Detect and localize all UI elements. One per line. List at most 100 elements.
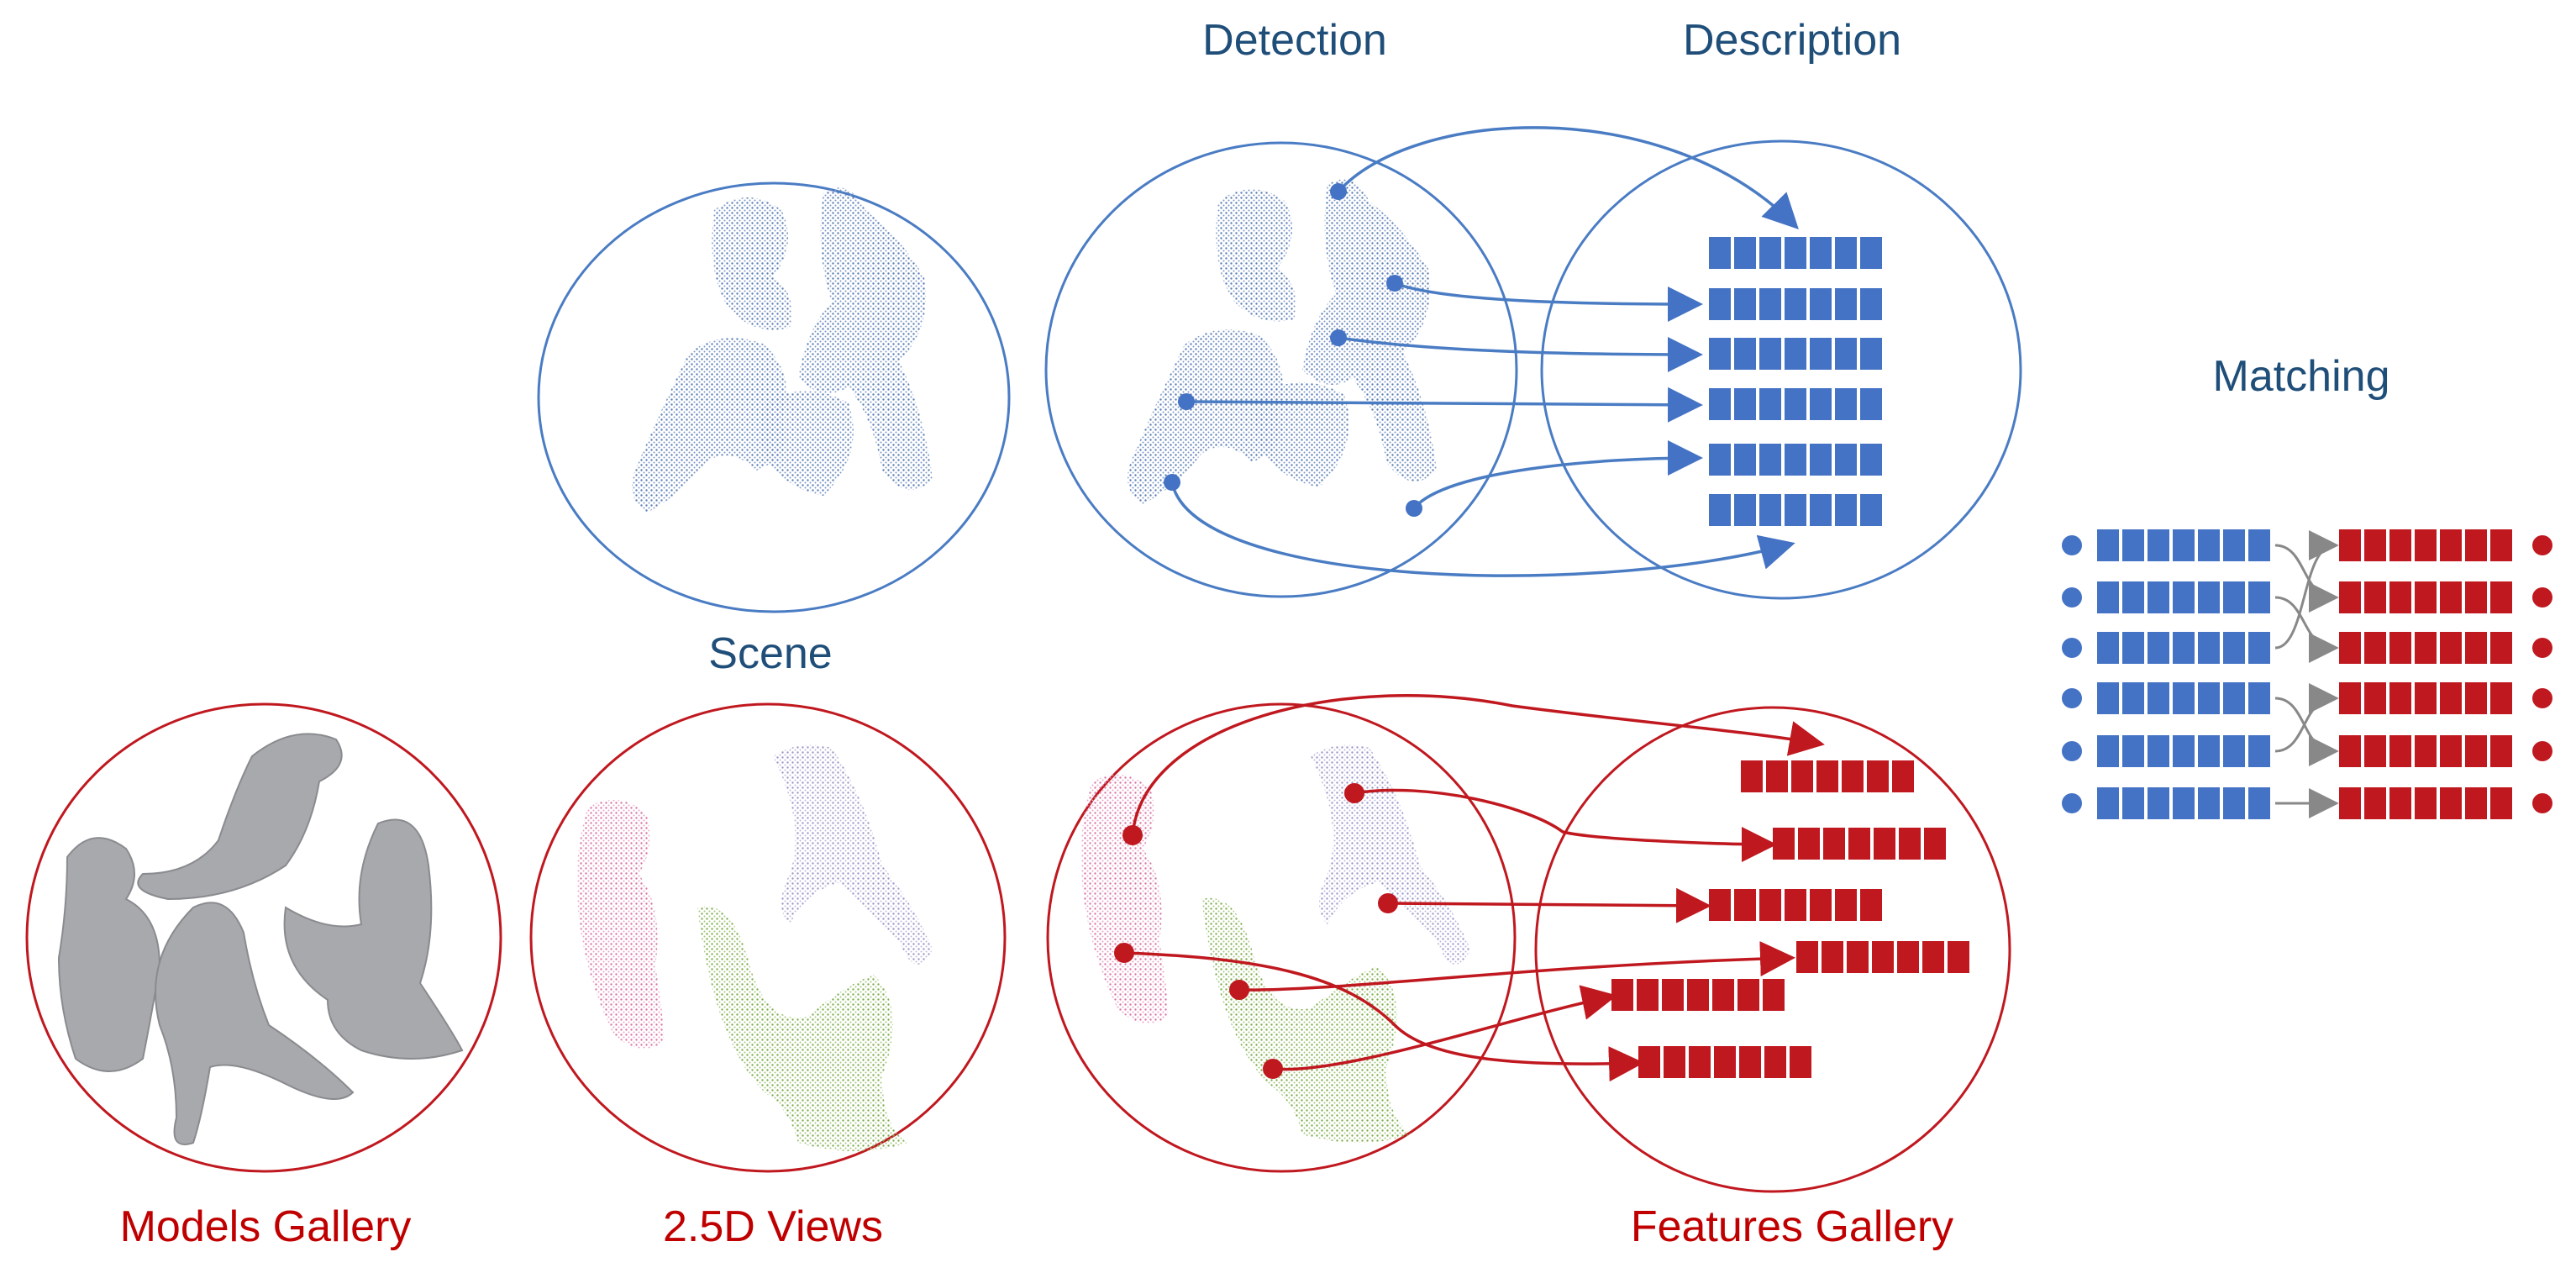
descriptor-cell — [1899, 828, 1921, 860]
views-label: 2.5D Views — [662, 1202, 884, 1251]
descriptor-cell — [2364, 529, 2386, 561]
match-blue-descriptor — [2097, 529, 2270, 561]
descriptor-cell — [1860, 494, 1882, 526]
descriptor-cell — [2148, 682, 2169, 714]
descriptor-cell — [2173, 682, 2195, 714]
descriptor-cell — [2223, 735, 2245, 767]
red-arrow-1 — [1131, 694, 1825, 836]
descriptor-cell — [2173, 735, 2195, 767]
descriptor-cell — [2415, 735, 2437, 767]
red-keypoint — [1122, 825, 1143, 845]
blue-descriptor — [1709, 388, 1882, 420]
matching-label: Matching — [2212, 352, 2390, 401]
descriptor-cell — [2465, 787, 2487, 819]
models-gallery-panel — [25, 702, 502, 1173]
descriptor-cell — [1791, 760, 1813, 792]
descriptor-cell — [2148, 632, 2169, 664]
descriptor-cell — [1892, 760, 1914, 792]
descriptor-cell — [1773, 828, 1795, 860]
blue-descriptor — [1709, 288, 1882, 320]
descriptor-cell — [2364, 632, 2386, 664]
descriptor-cell — [2173, 529, 2195, 561]
descriptor-cell — [2490, 735, 2512, 767]
descriptor-cell — [1860, 444, 1882, 476]
descriptor-cell — [2339, 529, 2361, 561]
descriptor-cell — [2415, 787, 2437, 819]
description-panel — [1540, 139, 2022, 600]
description-circle — [1540, 139, 2022, 600]
blue-keypoint — [1406, 500, 1422, 517]
descriptor-cell — [1785, 388, 1806, 420]
descriptor-cell — [1867, 760, 1889, 792]
red-arrow-6 — [1272, 985, 1617, 1071]
match-blue-descriptor — [2097, 735, 2270, 767]
descriptor-cell — [1785, 889, 1806, 921]
green-view-cloud — [697, 906, 907, 1151]
descriptor-cell — [1835, 237, 1857, 269]
descriptor-cell — [2122, 581, 2144, 613]
descriptor-cell — [2248, 581, 2270, 613]
detection-circle — [1044, 141, 1518, 598]
descriptor-cell — [1860, 288, 1882, 320]
descriptor-cell — [1835, 388, 1857, 420]
match-arrow — [2274, 596, 2339, 663]
descriptor-cell — [2339, 787, 2361, 819]
descriptor-cell — [1785, 494, 1806, 526]
red-keypoint — [1263, 1059, 1283, 1079]
descriptor-cell — [1835, 494, 1857, 526]
descriptor-cell — [2122, 682, 2144, 714]
descriptor-cell — [2122, 529, 2144, 561]
descriptor-cell — [2148, 529, 2169, 561]
descriptor-cell — [2097, 632, 2119, 664]
red-descriptor — [1638, 1046, 1811, 1078]
descriptor-cell — [2364, 581, 2386, 613]
descriptor-cell — [1922, 941, 1944, 973]
red-detection-arrows — [1123, 694, 1825, 1082]
blue-keypoint — [1330, 329, 1347, 346]
descriptor-cell — [1835, 338, 1857, 370]
red-keypoint — [1114, 943, 1134, 963]
descriptor-cell — [2440, 787, 2462, 819]
green-detect-cloud — [1201, 897, 1412, 1143]
match-arrow — [2274, 683, 2339, 753]
descriptor-cell — [1734, 237, 1756, 269]
descriptor-cell — [2097, 787, 2119, 819]
descriptor-cell — [1860, 338, 1882, 370]
descriptor-cell — [2223, 787, 2245, 819]
descriptor-cell — [1810, 889, 1832, 921]
descriptor-cell — [1790, 1046, 1811, 1078]
red-arrow-5 — [1123, 951, 1644, 1082]
descriptor-cell — [1860, 237, 1882, 269]
descriptor-cell — [1709, 494, 1731, 526]
descriptor-cell — [2364, 735, 2386, 767]
descriptor-cell — [2248, 632, 2270, 664]
models-shapes — [57, 733, 464, 1145]
blue-keypoint — [1386, 275, 1403, 292]
descriptor-cell — [1785, 237, 1806, 269]
descriptor-cell — [2339, 735, 2361, 767]
descriptor-cell — [2122, 787, 2144, 819]
descriptor-cell — [2465, 529, 2487, 561]
descriptor-cell — [1822, 941, 1843, 973]
views-panel — [529, 702, 1007, 1173]
blue-keypoint — [1164, 474, 1180, 491]
parasaurolophus-model — [155, 902, 355, 1145]
blue-arrow-3 — [1338, 336, 1703, 372]
match-blue-dot — [2062, 638, 2082, 658]
match-blue-descriptor — [2097, 787, 2270, 819]
descriptor-cell — [1709, 889, 1731, 921]
descriptor-cell — [1734, 889, 1756, 921]
description-label: Description — [1682, 16, 1902, 65]
descriptor-cell — [1810, 288, 1832, 320]
blue-arrow-1 — [1337, 126, 1799, 229]
views-circle — [529, 702, 1007, 1173]
descriptor-cell — [1835, 444, 1857, 476]
trex-model — [137, 733, 343, 901]
descriptor-cell — [1810, 444, 1832, 476]
descriptor-cell — [2415, 529, 2437, 561]
scene-label: Scene — [708, 629, 833, 678]
descriptor-cell — [2440, 735, 2462, 767]
descriptor-cell — [1924, 828, 1946, 860]
descriptor-cell — [2440, 581, 2462, 613]
